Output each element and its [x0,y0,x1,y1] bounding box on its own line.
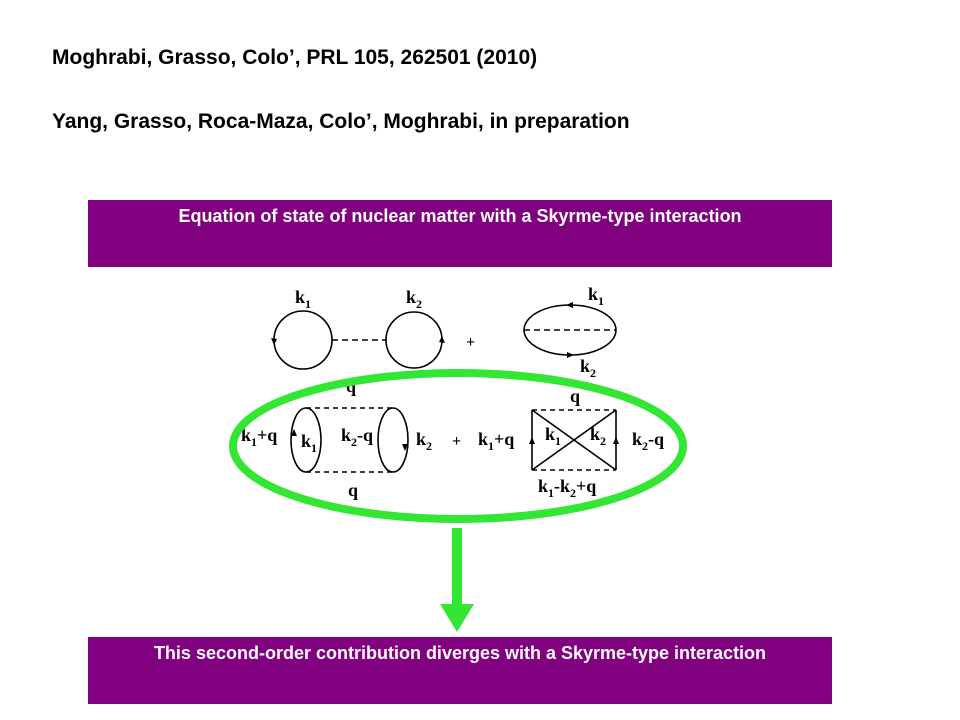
label-k2-minus-q-right: k2-q [632,429,664,453]
arrow-bubble-right [402,444,408,451]
arrow-shaft [452,528,462,608]
bubble-left [290,407,322,473]
arrow-exchange-top [566,302,573,308]
label-exchange-bottom: k1-k2+q [538,476,596,500]
divergence-banner: This second-order contribution diverges … [88,637,832,704]
direct-term-diagram: k1 k2 [271,287,445,370]
label-k1-plus-q-left: k1+q [241,425,277,449]
label-q-top-left: q [346,376,356,396]
label-k1-plus-q-right: k1+q [478,429,514,453]
label-q-top-right: q [570,386,580,406]
arrow-box-right [613,437,619,444]
highlight-ellipse [229,369,687,523]
arrow-head [440,604,474,632]
label-k1-box: k1 [545,424,561,448]
plus-sign-bottom: + [452,433,461,450]
arrow-left-loop [271,338,277,345]
second-order-direct-diagram: q k1+q k1 k2-q k2 q [241,376,432,500]
label-k2-outer: k2 [416,429,432,453]
reference-1: Moghrabi, Grasso, Colo’, PRL 105, 262501… [52,46,538,69]
label-k2-direct: k2 [406,287,422,311]
label-k1-inner: k1 [301,431,317,455]
exchange-term-diagram: k1 k2 [523,284,617,380]
label-q-bottom-left: q [348,480,358,500]
arrow-exchange-bottom [567,352,574,358]
loop-left [273,310,333,370]
label-k2-minus-q-left: k2-q [341,425,373,449]
loop-right [385,311,443,369]
eos-banner: Equation of state of nuclear matter with… [88,200,832,267]
label-k1-direct: k1 [295,287,311,311]
label-k1-exchange: k1 [588,284,604,308]
box-diagonal-2 [531,409,617,471]
arrow-right-loop [439,336,445,343]
arrow-box-left [529,437,535,444]
label-k2-box: k2 [590,424,606,448]
plus-sign-top: + [466,334,475,351]
label-k2-exchange: k2 [580,356,596,380]
arrow-bubble-left [291,429,297,436]
reference-2: Yang, Grasso, Roca-Maza, Colo’, Moghrabi… [52,110,630,133]
bubble-right [377,407,409,473]
second-order-exchange-diagram: q k1+q k1 k2 k2-q k1-k2+q [478,386,664,500]
